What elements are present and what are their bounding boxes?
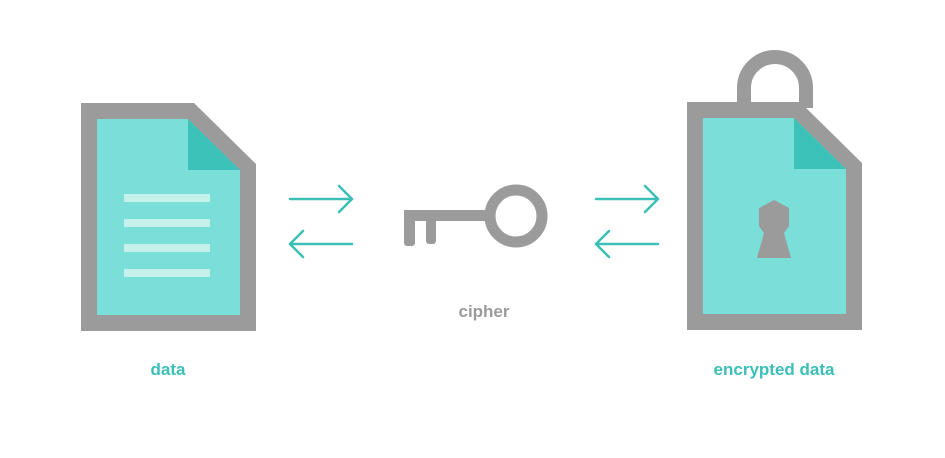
data-label: data	[150, 360, 186, 379]
left-arrows-icon	[288, 184, 354, 259]
arrow-right-icon	[288, 184, 354, 214]
document-fold	[188, 119, 240, 170]
keyhole-icon	[757, 200, 791, 258]
key-shaft	[404, 210, 492, 221]
document-text-lines	[124, 194, 210, 277]
locked-document-fold	[794, 118, 846, 169]
encrypted-data-label: encrypted data	[713, 360, 835, 379]
locked-document-icon	[687, 50, 862, 330]
padlock-shackle	[737, 50, 813, 108]
arrow-left-icon	[594, 229, 660, 259]
arrow-right-icon	[594, 184, 660, 214]
right-arrows-icon	[594, 184, 660, 259]
document-icon	[81, 103, 256, 331]
arrow-left-icon	[288, 229, 354, 259]
key-tooth-1	[404, 210, 415, 246]
cipher-label: cipher	[458, 302, 510, 321]
key-bow	[484, 184, 548, 248]
key-icon	[404, 184, 548, 248]
key-tooth-2	[426, 210, 436, 244]
